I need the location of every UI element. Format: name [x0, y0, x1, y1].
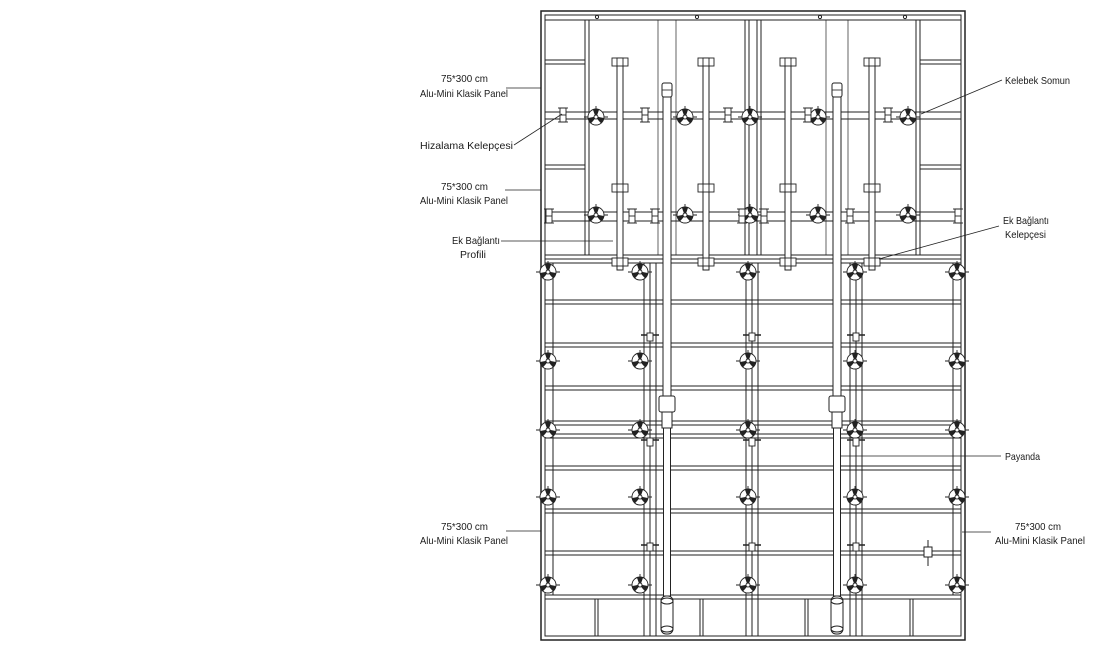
prop-base-ring: [660, 597, 674, 605]
prop-collar: [658, 395, 676, 413]
right-panel-bottom-size: 75*300 cm: [1015, 521, 1061, 533]
connection-clamp: [779, 257, 797, 267]
profile-clamp: [779, 183, 797, 193]
wing-nut: [535, 485, 561, 506]
prop-base: [830, 595, 844, 635]
prop-base: [660, 595, 674, 635]
wing-nut: [842, 485, 868, 506]
connection-clamp: [863, 257, 881, 267]
left-panel-bottom-size: 75*300 cm: [441, 521, 488, 533]
left-panel-middle-name: Alu-Mini Klasik Panel: [420, 195, 508, 207]
prop-outer-tube: [663, 427, 671, 597]
connection-clamp: [697, 257, 715, 267]
profile-clamp: [863, 183, 881, 193]
top-bolt: [594, 14, 600, 20]
wing-nut: [627, 260, 653, 281]
connection-profile: [702, 57, 710, 271]
wing-nut: [842, 349, 868, 370]
left-panel-top-name: Alu-Mini Klasik Panel: [420, 88, 508, 100]
leader-line-wing-nut: [920, 79, 1003, 115]
alignment-clamp-label: Hizalama Kelepçesi: [420, 140, 513, 152]
leader-line-connection-clamp: [878, 225, 1000, 260]
wing-nut: [627, 485, 653, 506]
left-panel-top-size: 75*300 cm: [441, 73, 488, 85]
prop-base-ring: [660, 625, 674, 633]
wing-nut: [535, 349, 561, 370]
wing-nut: [842, 260, 868, 281]
prop-collar: [831, 411, 843, 429]
wing-nut: [735, 418, 761, 439]
prop-inner-tube: [662, 96, 672, 397]
wing-nut: [583, 203, 609, 224]
props: [658, 82, 846, 635]
right-panel-bottom-name: Alu-Mini Klasik Panel: [995, 535, 1085, 547]
wing-nut: [735, 485, 761, 506]
wing-nut: [737, 105, 763, 126]
prop-collar: [828, 395, 846, 413]
outer-frame: [540, 10, 966, 641]
profile-clamp: [611, 57, 629, 67]
prop-outer-tube: [833, 427, 841, 597]
alignment-clamp: [557, 107, 569, 123]
tie-bolt-nut: [923, 546, 933, 558]
profile-clamp: [779, 57, 797, 67]
wing-nut: [627, 349, 653, 370]
connection-profile: [616, 57, 624, 271]
wing-nut: [842, 418, 868, 439]
wing-nut: [735, 573, 761, 594]
wing-nut: [535, 260, 561, 281]
wing-nut: [627, 573, 653, 594]
top-bolt: [902, 14, 908, 20]
fittings: [535, 105, 970, 594]
alignment-clamp: [639, 107, 651, 123]
leader-line-alignment-clamp: [513, 113, 563, 146]
left-panel-middle-size: 75*300 cm: [441, 181, 488, 193]
connection-profile: [868, 57, 876, 271]
alignment-clamp: [882, 107, 894, 123]
annotations: 75*300 cm Alu-Mini Klasik Panel Hizalama…: [420, 73, 1085, 547]
prop-base-ring: [830, 597, 844, 605]
wing-nut: [672, 105, 698, 126]
profile-clamp: [863, 57, 881, 67]
prop-base-ring: [830, 625, 844, 633]
top-bolt: [817, 14, 823, 20]
wing-nut: [672, 203, 698, 224]
wing-nut: [627, 418, 653, 439]
connection-profiles: [611, 57, 881, 271]
inner-frame: [544, 14, 962, 637]
wing-nut: [805, 203, 831, 224]
wing-nut: [735, 349, 761, 370]
connection-clamp: [611, 257, 629, 267]
top-bolt: [694, 14, 700, 20]
wing-nut: [842, 573, 868, 594]
prop-collar: [661, 411, 673, 429]
profile-clamp: [611, 183, 629, 193]
wing-nut: [735, 260, 761, 281]
wing-nut: [535, 573, 561, 594]
connection-profile-label-line1: Ek Bağlantı: [452, 235, 500, 247]
connection-clamp-label-line1: Ek Bağlantı: [1003, 215, 1049, 227]
alignment-clamp: [722, 107, 734, 123]
wing-nut: [583, 105, 609, 126]
profile-clamp: [697, 57, 715, 67]
connection-profile: [784, 57, 792, 271]
profile-clamp: [697, 183, 715, 193]
connection-profile-label-line2: Profili: [460, 249, 486, 261]
left-panel-bottom-name: Alu-Mini Klasik Panel: [420, 535, 508, 547]
wing-nut-label: Kelebek Somun: [1005, 75, 1070, 87]
connection-clamp-label-line2: Kelepçesi: [1005, 229, 1046, 241]
prop-inner-tube: [832, 96, 842, 397]
wing-nut: [535, 418, 561, 439]
prop-label: Payanda: [1005, 451, 1040, 463]
